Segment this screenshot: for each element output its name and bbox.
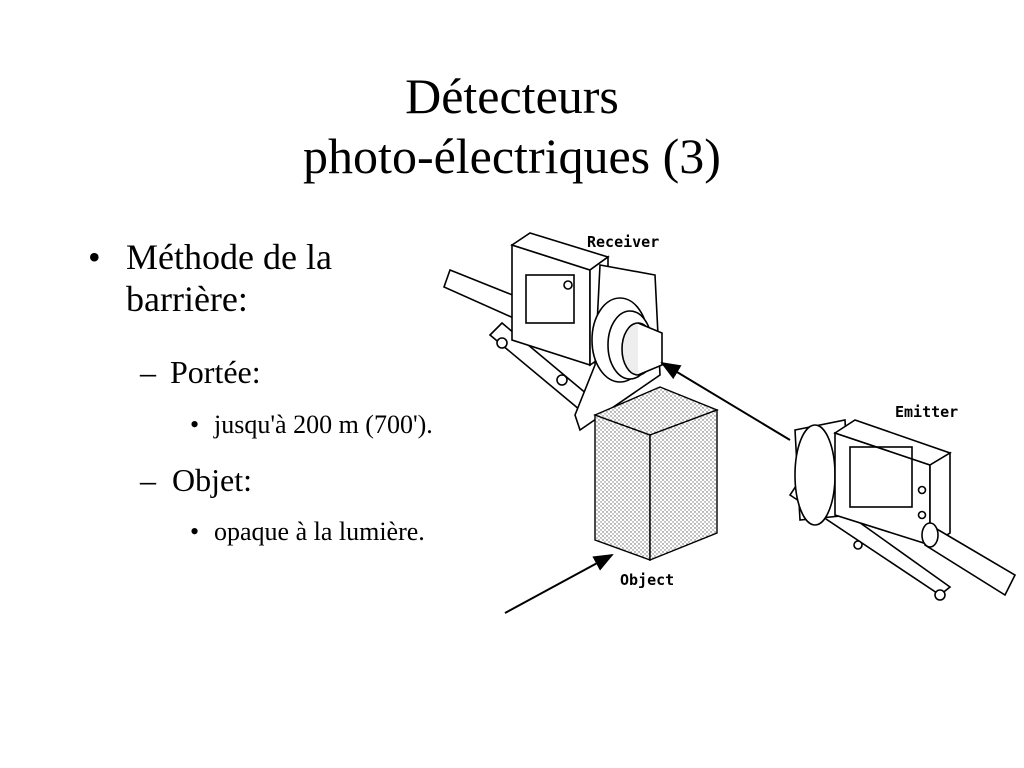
bullet-marker: • — [88, 237, 101, 277]
range-value: jusqu'à 200 m (700'). — [214, 410, 433, 439]
sub-sub-bullet-marker: • — [190, 517, 200, 546]
light-beam-arrow — [660, 361, 791, 441]
bullet-method-line-1: Méthode de la — [126, 237, 332, 277]
title-line-2: photo-électriques (3) — [303, 128, 721, 184]
receiver-label: Receiver — [587, 233, 659, 251]
sub-bullet-marker: – — [140, 462, 156, 498]
emitter-label: Emitter — [895, 403, 958, 421]
sub-bullet-marker: – — [140, 354, 156, 390]
emitter-cable — [921, 522, 1017, 597]
object-value: opaque à la lumière. — [214, 517, 425, 546]
object-label-diagram: Object — [620, 571, 674, 589]
bullet-method-line-2: barrière: — [126, 279, 248, 319]
bullet-list: • Méthode de la barrière: – Portée: • ju… — [0, 0, 520, 600]
range-label: Portée: — [170, 354, 261, 390]
object-block — [593, 386, 719, 562]
through-beam-sensor-diagram: Receiver Emitter Object — [442, 232, 1017, 614]
sub-sub-bullet-marker: • — [190, 410, 200, 439]
title-line-1: Détecteurs — [405, 68, 619, 124]
object-label: Objet: — [172, 462, 252, 498]
slide-title: Détecteurs photo-électriques (3) — [0, 66, 1024, 186]
receiver-body — [510, 232, 661, 432]
receiver-lens — [591, 297, 663, 383]
object-pointer-arrow — [504, 554, 614, 614]
emitter-body — [794, 419, 952, 547]
